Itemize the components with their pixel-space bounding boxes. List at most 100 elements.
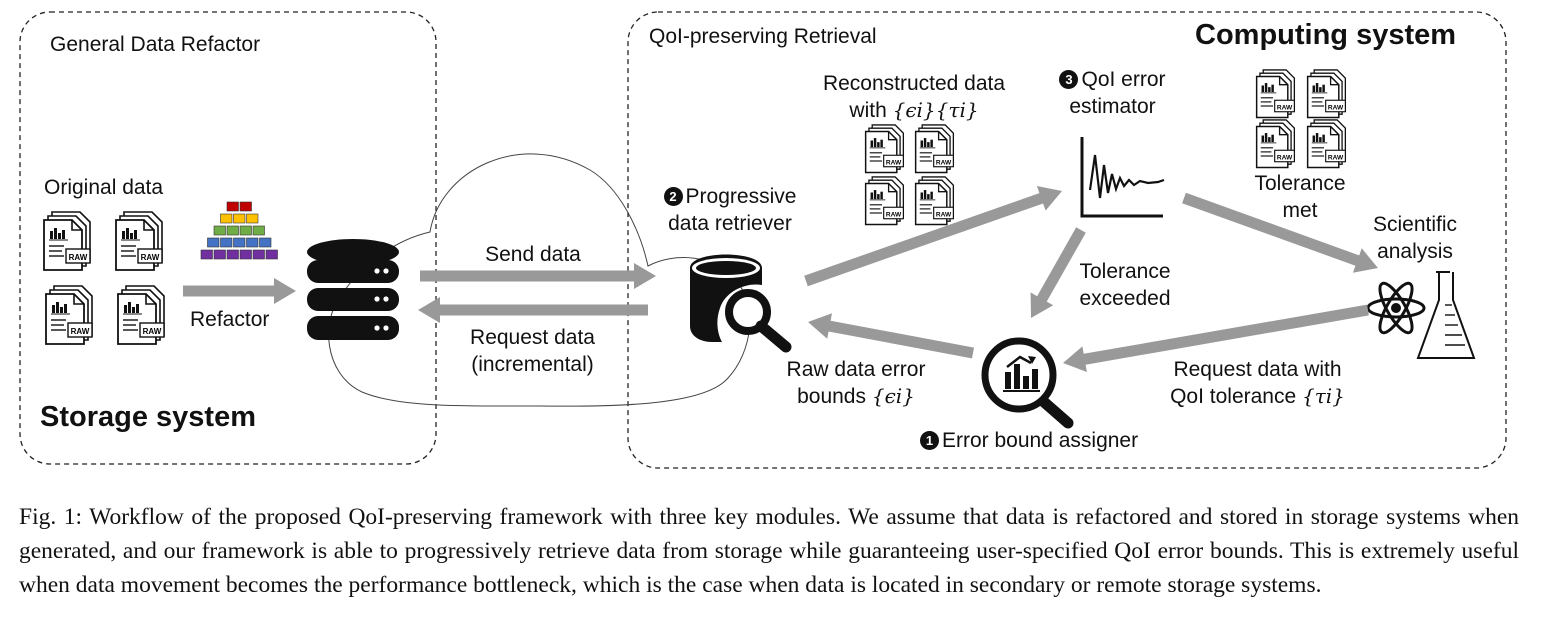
raw-badge-text: RAW	[886, 211, 902, 218]
raw-badge-text: RAW	[71, 327, 90, 336]
pyramid-block	[233, 213, 246, 224]
accepted-file-icon: RAW	[1306, 69, 1347, 119]
atom-flask-icon	[1366, 271, 1476, 359]
request-data-line2: (incremental)	[471, 353, 594, 376]
pyramid-block	[200, 249, 213, 260]
pyramid-block	[265, 249, 278, 260]
raw-file-icon: RAW	[115, 211, 163, 271]
request-qoi-math: {τi}	[1302, 384, 1345, 408]
send-data-label: Send data	[485, 243, 581, 266]
raw-file-icon: RAW	[45, 285, 93, 345]
tolerance-met-label: Tolerance met	[1235, 170, 1365, 224]
raw-badge-text: RAW	[886, 159, 902, 166]
reconstructed-file-icon: RAW	[864, 176, 905, 226]
step-1-badge: 1	[920, 431, 939, 450]
reconstructed-with: with	[849, 99, 887, 122]
request-qoi-prefix: QoI tolerance	[1170, 385, 1297, 408]
tolerance-met-arrow	[1182, 192, 1378, 273]
flow-arrows	[183, 186, 1378, 372]
computing-region-title: QoI-preserving Retrieval	[649, 25, 877, 48]
pyramid-block	[207, 237, 220, 248]
analysis-label: Scientific analysis	[1355, 211, 1475, 265]
pyramid-block	[246, 213, 259, 224]
raw-badge-text: RAW	[1277, 154, 1293, 161]
tolerance-met-line1: Tolerance	[1254, 172, 1346, 195]
oscillation-graph-icon	[1080, 137, 1165, 218]
refactor-label: Refactor	[190, 308, 270, 331]
reconstructed-file-icon: RAW	[864, 124, 905, 174]
figure-caption: Fig. 1: Workflow of the proposed QoI-pre…	[19, 504, 1519, 598]
assigner-text: Error bound assigner	[942, 429, 1139, 452]
storage-system-label: Storage system	[40, 401, 256, 433]
pyramid-block	[213, 225, 226, 236]
analysis-line1: Scientific	[1372, 213, 1458, 236]
request-qoi-arrow	[1063, 304, 1369, 372]
raw-badge-text: RAW	[143, 327, 162, 336]
raw-badge-text: RAW	[936, 211, 952, 218]
pyramid-block	[220, 237, 233, 248]
original-data-label: Original data	[44, 176, 164, 199]
raw-badge-text: RAW	[141, 253, 160, 262]
raw-bounds-prefix: bounds	[797, 385, 866, 408]
accepted-file-icon: RAW	[1255, 69, 1296, 119]
database-icon	[307, 239, 399, 340]
estimator-line1: QoI error	[1081, 68, 1166, 91]
pyramid-block	[226, 249, 239, 260]
reconstructed-math: {ϵi}{τi}	[892, 98, 979, 122]
reconstructed-line1: Reconstructed data	[822, 72, 1006, 95]
accepted-file-icon: RAW	[1255, 119, 1296, 169]
pyramid-block	[213, 249, 226, 260]
raw-badge-text: RAW	[1328, 104, 1344, 111]
tolerance-exceeded-arrow	[1030, 227, 1086, 318]
storage-region-title: General Data Refactor	[50, 33, 261, 56]
raw-bounds-label: Raw data error bounds {ϵi}	[770, 356, 942, 410]
raw-file-icon: RAW	[43, 211, 91, 271]
pyramid-block	[226, 225, 239, 236]
raw-bounds-math: {ϵi}	[871, 384, 915, 408]
tolerance-exceeded-label: Tolerance exceeded	[1060, 258, 1190, 312]
raw-badge-text: RAW	[1277, 104, 1293, 111]
chart-search-icon	[981, 337, 1074, 429]
raw-badge-text: RAW	[936, 159, 952, 166]
tolerance-exceeded-line2: exceeded	[1079, 287, 1171, 310]
raw-badge-text: RAW	[1328, 154, 1344, 161]
computing-system-box	[627, 11, 1507, 469]
request-qoi-line1: Request data with	[1173, 358, 1342, 381]
request-data-line1: Request data	[470, 326, 595, 349]
estimator-line2: estimator	[1069, 95, 1156, 118]
retriever-to-estimator-arrow	[804, 186, 1062, 287]
refactor-pyramid-icon	[200, 201, 278, 260]
pyramid-block	[220, 213, 233, 224]
tolerance-exceeded-line1: Tolerance	[1079, 260, 1171, 283]
database-search-icon	[690, 254, 792, 353]
pyramid-block	[252, 225, 265, 236]
pyramid-block	[259, 237, 272, 248]
send-data-arrow	[420, 263, 656, 289]
retriever-line1: Progressive	[685, 185, 797, 208]
reconstructed-label: Reconstructed data with {ϵi}{τi}	[800, 70, 1028, 124]
accepted-file-icon: RAW	[1306, 119, 1347, 169]
request-data-label: Request data (incremental)	[440, 324, 625, 378]
computing-system-label: Computing system	[1195, 19, 1457, 51]
pyramid-block	[246, 237, 259, 248]
request-data-arrow	[418, 297, 648, 323]
pyramid-block	[226, 201, 239, 212]
pyramid-block	[233, 237, 246, 248]
storage-system-box	[19, 11, 437, 465]
refactor-arrow	[183, 278, 296, 304]
reconstructed-file-icon: RAW	[914, 176, 955, 226]
pyramid-block	[239, 249, 252, 260]
step-2-badge: 2	[663, 187, 683, 206]
pyramid-block	[252, 249, 265, 260]
pyramid-block	[239, 225, 252, 236]
raw-file-icon: RAW	[117, 285, 165, 345]
retriever-line2: data retriever	[668, 212, 792, 235]
analysis-line2: analysis	[1377, 240, 1453, 263]
pyramid-block	[239, 201, 252, 212]
raw-bounds-arrow	[808, 313, 974, 359]
request-qoi-label: Request data with QoI tolerance {τi}	[1150, 356, 1365, 410]
